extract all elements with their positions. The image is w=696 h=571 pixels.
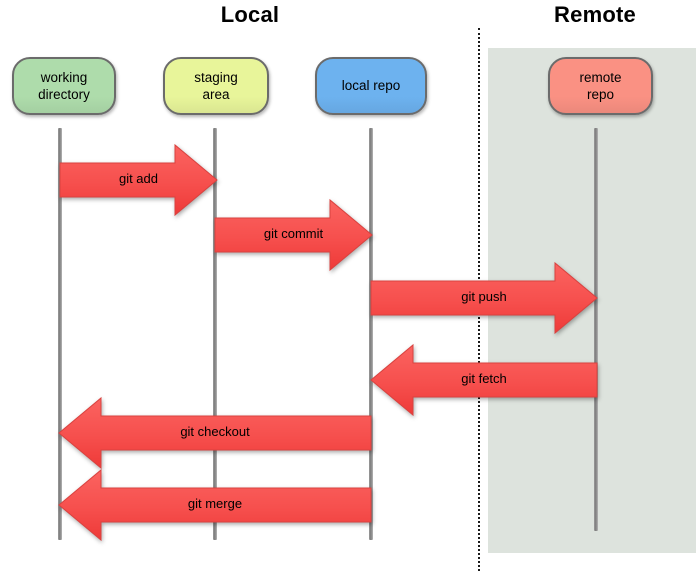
- arrow-shape: [214, 198, 373, 272]
- lifeline-working-directory: [58, 128, 62, 540]
- node-label-line1: working: [40, 69, 88, 85]
- node-staging-area[interactable]: staging area: [163, 57, 269, 115]
- node-local-repo[interactable]: local repo: [315, 57, 427, 115]
- arrow-git-merge[interactable]: git merge: [58, 468, 372, 542]
- node-label-line2: area: [202, 87, 230, 102]
- lifeline-remote-repo: [594, 128, 598, 531]
- node-remote-repo[interactable]: remote repo: [548, 57, 653, 115]
- arrow-git-add[interactable]: git add: [59, 143, 218, 217]
- arrow-git-commit[interactable]: git commit: [214, 198, 373, 272]
- arrow-shape: [59, 143, 218, 217]
- arrow-git-push[interactable]: git push: [370, 261, 598, 335]
- arrow-shape: [370, 343, 598, 417]
- lifeline-local-repo: [369, 128, 373, 540]
- arrow-shape: [58, 468, 372, 542]
- arrow-git-checkout[interactable]: git checkout: [58, 396, 372, 470]
- lifeline-staging-area: [213, 128, 217, 540]
- node-label-line1: staging: [194, 69, 238, 85]
- arrow-git-fetch[interactable]: git fetch: [370, 343, 598, 417]
- node-working-directory[interactable]: working directory: [12, 57, 116, 115]
- node-label-line2: repo: [586, 87, 615, 102]
- section-title-remote: Remote: [554, 2, 636, 27]
- section-title-local: Local: [220, 2, 280, 27]
- node-label-line1: local repo: [341, 78, 401, 94]
- node-label-line1: remote: [579, 69, 622, 85]
- node-label-line2: directory: [38, 87, 90, 102]
- arrow-shape: [58, 396, 372, 470]
- arrow-shape: [370, 261, 598, 335]
